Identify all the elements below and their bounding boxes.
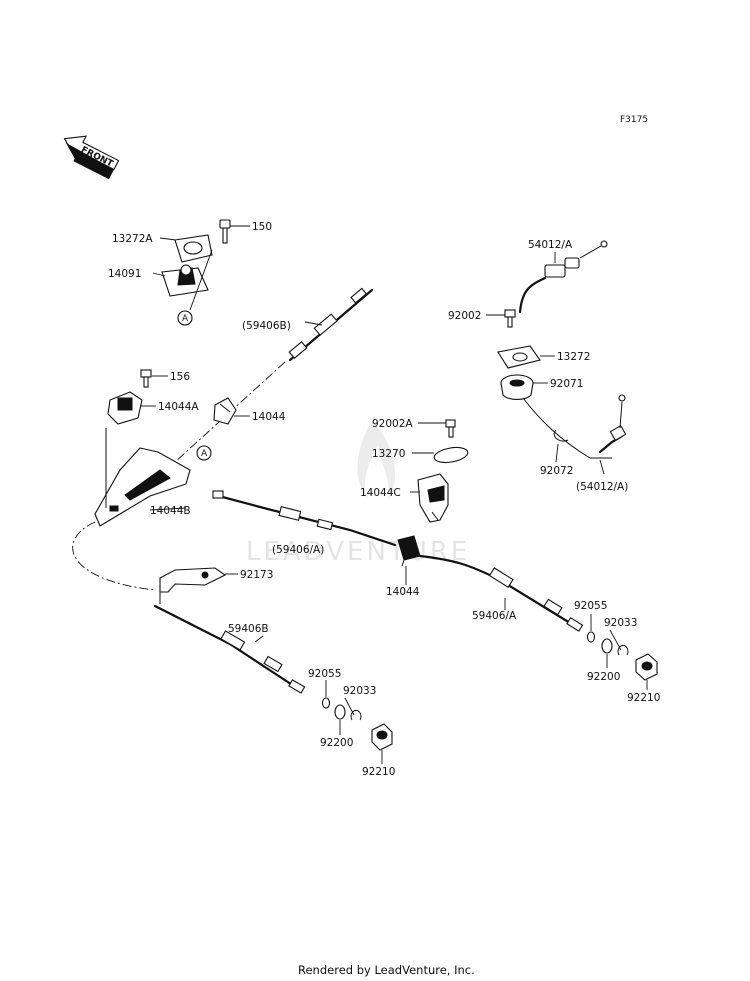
svg-text:A: A <box>201 449 208 459</box>
cable-54012A-upper <box>518 240 608 314</box>
ref-marker-a-bracket: A <box>196 445 212 461</box>
gasket-13272 <box>497 345 541 369</box>
boot-14091 <box>161 264 209 297</box>
ref-marker-a-upper: A <box>177 310 193 326</box>
label-14044-lower: 14044 <box>386 586 420 598</box>
figure-code: F3175 <box>620 115 648 125</box>
nut-92210-right <box>635 653 658 681</box>
part-labels: 13272A 150 14091 (59406B) 156 14044A 140… <box>108 221 660 778</box>
cable-59406A-right <box>418 554 584 632</box>
clamp-14044A <box>107 391 143 425</box>
bolt-150 <box>219 219 231 244</box>
label-13272A: 13272A <box>112 233 153 245</box>
label-92210-right: 92210 <box>627 692 660 704</box>
label-59406A: 59406/A <box>472 610 517 622</box>
label-59406B: 59406B <box>228 623 269 635</box>
label-54012A-paren: (54012/A) <box>576 481 628 493</box>
cable-59406A-center <box>212 490 397 547</box>
nut-92210-left <box>371 723 393 751</box>
lockwasher-92033-left <box>350 709 362 721</box>
cable-59406B-upper <box>174 287 374 463</box>
label-14044-upper: 14044 <box>252 411 286 423</box>
bracket-14044B <box>94 447 191 527</box>
washer-92200-right <box>601 638 613 654</box>
label-92200-right: 92200 <box>587 671 620 683</box>
grommet-92071 <box>500 374 534 401</box>
label-59406A-paren: (59406/A) <box>272 544 324 556</box>
label-92072: 92072 <box>540 465 573 477</box>
cable-59406B-lower <box>153 604 306 694</box>
gasket-13272A <box>174 234 213 263</box>
label-92002: 92002 <box>448 310 481 322</box>
label-92055-right: 92055 <box>574 600 607 612</box>
label-13270: 13270 <box>372 448 405 460</box>
lockwasher-92033-right <box>617 644 629 656</box>
cable-54012A-lower <box>522 394 626 459</box>
leader-lines <box>140 225 648 764</box>
label-92071: 92071 <box>550 378 583 390</box>
label-156: 156 <box>170 371 190 383</box>
label-14044C: 14044C <box>360 487 401 499</box>
label-92173: 92173 <box>240 569 273 581</box>
bracket-14044C <box>417 473 449 523</box>
screw-156 <box>140 369 152 388</box>
label-92033-right: 92033 <box>604 617 637 629</box>
watermark-text: LEADVENTURE <box>246 537 470 567</box>
label-14044B: 14044B <box>150 505 191 517</box>
oring-92055-right <box>586 631 596 643</box>
clip-14044-upper <box>213 397 237 425</box>
bracket-92173 <box>159 567 227 604</box>
bolt-92002 <box>504 309 516 328</box>
plate-13270 <box>433 446 469 464</box>
oring-92055-left <box>321 697 331 709</box>
label-92002A: 92002A <box>372 418 413 430</box>
label-92210-left: 92210 <box>362 766 395 778</box>
front-arrow-icon: FRONT <box>63 135 120 180</box>
label-13272: 13272 <box>557 351 590 363</box>
label-14044A: 14044A <box>158 401 199 413</box>
watermark: LEADVENTURE <box>246 420 470 567</box>
washer-92200-left <box>334 704 346 720</box>
label-92055-left: 92055 <box>308 668 341 680</box>
label-59406B-paren: (59406B) <box>242 320 291 332</box>
label-92200-left: 92200 <box>320 737 353 749</box>
label-92033-left: 92033 <box>343 685 376 697</box>
footer-credit: Rendered by LeadVenture, Inc. <box>298 963 475 977</box>
bolt-92002A <box>445 419 456 438</box>
label-54012A: 54012/A <box>528 239 573 251</box>
label-14091: 14091 <box>108 268 141 280</box>
svg-text:A: A <box>182 314 189 324</box>
label-150: 150 <box>252 221 272 233</box>
